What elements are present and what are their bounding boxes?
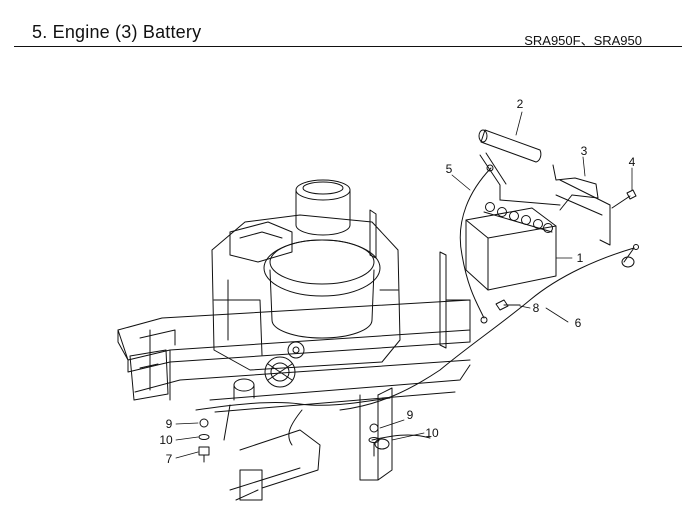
hardware-left	[198, 418, 210, 463]
battery-strap	[479, 152, 561, 206]
callout-6: 6	[575, 316, 582, 330]
callout-9-left: 9	[166, 417, 173, 431]
model-label: SRA950F、SRA950	[524, 33, 642, 48]
callout-9-right: 9	[407, 408, 414, 422]
leader-lines	[175, 111, 633, 459]
battery-cable-6	[339, 244, 639, 411]
callout-5: 5	[446, 162, 453, 176]
callout-10-left: 10	[159, 433, 173, 447]
header-rule	[14, 46, 682, 47]
page-header: 5. Engine (3) Battery SRA950F、SRA950	[0, 0, 694, 48]
hardware-right	[368, 423, 380, 457]
bolt-8	[495, 299, 521, 311]
callout-3: 3	[581, 144, 588, 158]
callout-7: 7	[166, 452, 173, 466]
engine-assembly	[211, 179, 401, 401]
callout-8: 8	[533, 301, 540, 315]
callout-1: 1	[577, 251, 584, 265]
page-title: 5. Engine (3) Battery	[32, 22, 202, 42]
battery-cable-5	[459, 167, 492, 324]
battery-cover	[478, 129, 542, 163]
battery-bracket	[552, 164, 611, 246]
chassis-frame	[117, 209, 471, 501]
callout-10-right: 10	[425, 426, 439, 440]
callout-4: 4	[629, 155, 636, 169]
starter-cables	[195, 397, 431, 450]
callout-2: 2	[517, 97, 524, 111]
battery	[465, 202, 557, 291]
bolt-4	[611, 189, 637, 209]
